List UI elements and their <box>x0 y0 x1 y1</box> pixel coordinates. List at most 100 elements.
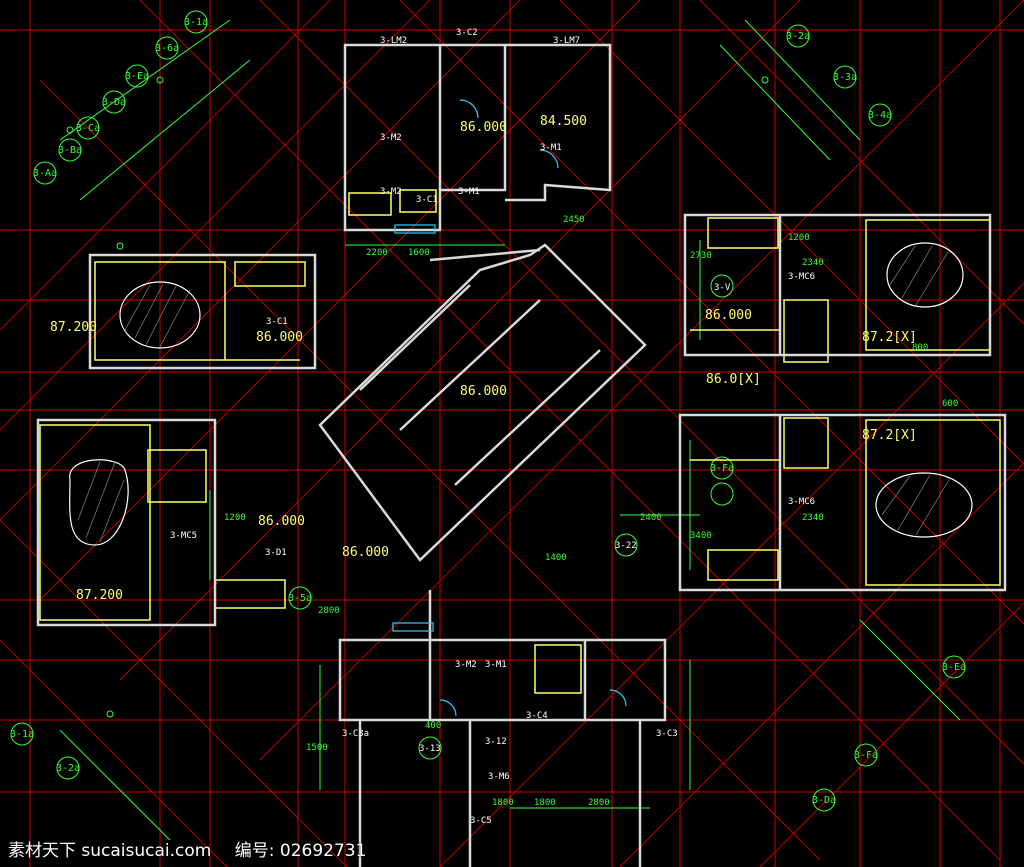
dimension-label: 2800 <box>588 798 610 808</box>
door-window-tag: 3-13 <box>419 744 441 754</box>
axis-label: 3-2a <box>786 31 811 42</box>
grid-line <box>559 0 1024 465</box>
grid-line <box>139 0 1001 861</box>
axis-bubble <box>786 24 810 48</box>
dimension-label: 800 <box>912 343 929 353</box>
door-window-tag: 3-M6 <box>488 772 510 782</box>
axis-bubble <box>288 586 312 610</box>
grid-line <box>259 0 1024 765</box>
door-window-tag: 3-C2 <box>456 28 478 38</box>
dimension-label: 2450 <box>563 215 585 225</box>
hatch-line <box>134 283 164 339</box>
axis-bubble <box>106 710 114 718</box>
door-window-tag: 3-C1 <box>266 317 288 327</box>
hatch-line <box>124 284 151 331</box>
dimension-label: 1500 <box>306 743 328 753</box>
wall <box>318 243 647 562</box>
hot-tubs <box>69 242 973 546</box>
balcony-rail <box>707 217 779 249</box>
dimension-line <box>744 19 861 141</box>
axis-bubble <box>868 103 892 127</box>
axis-bubble <box>854 743 878 767</box>
axis-bubble <box>710 274 734 298</box>
dimension-label: 3400 <box>690 531 712 541</box>
hatch-line <box>145 285 177 346</box>
axis-label: 3-Ea <box>125 71 150 82</box>
watermark-site: 素材天下 sucaisucai.com <box>8 841 212 861</box>
door-window-tag: 3-C4 <box>526 711 548 721</box>
elevation-label: 84.500 <box>540 114 587 129</box>
axis-bubble <box>56 756 80 780</box>
grid-line <box>619 462 1024 867</box>
axis-bubble <box>833 65 857 89</box>
grid-line <box>119 0 801 681</box>
wall <box>359 284 471 391</box>
axis-bubble <box>155 36 179 60</box>
hatch-line <box>897 474 931 531</box>
door-window-tag: 3-C1 <box>416 195 438 205</box>
hot-tub <box>886 242 964 308</box>
elevation-label: 86.000 <box>705 308 752 323</box>
door-window-tag: 3-M2 <box>455 660 477 670</box>
axis-bubble <box>58 138 82 162</box>
hatch-line <box>915 251 949 306</box>
dimension-label: 2730 <box>690 251 712 261</box>
elevation-label: 87.2[X] <box>862 428 917 443</box>
wall <box>678 413 1007 592</box>
axis-bubble <box>942 655 966 679</box>
elevation-label: 87.200 <box>76 588 123 603</box>
axis-bubble <box>812 788 836 812</box>
wall <box>88 253 317 370</box>
grid-line <box>0 0 331 331</box>
elevation-label: 86.000 <box>460 120 507 135</box>
hot-tub <box>875 472 973 538</box>
axis-label: 3-3a <box>833 72 858 83</box>
elevation-label: 86.0[X] <box>706 372 761 387</box>
grid-line <box>39 0 641 601</box>
axis-label: 3-1a <box>10 729 35 740</box>
dimension-label: 2400 <box>640 513 662 523</box>
axis-bubble <box>66 126 74 134</box>
wall <box>399 299 541 431</box>
grid-line <box>0 0 521 521</box>
axis-label: 3-Da <box>812 795 837 806</box>
hot-tub <box>69 459 129 546</box>
grid-line <box>439 282 1024 867</box>
dimension-label: 1200 <box>224 513 246 523</box>
elevation-label: 86.000 <box>258 514 305 529</box>
axis-label: 3-1a <box>184 17 209 28</box>
dimension-label: 2340 <box>802 258 824 268</box>
door-swing <box>539 149 559 169</box>
wall <box>338 638 667 722</box>
dimension-label: 1600 <box>408 248 430 258</box>
door-window-tag: 3-V <box>714 283 731 293</box>
axis-bubble <box>76 116 100 140</box>
stair-block <box>783 299 829 363</box>
axis-label: 3-Ea <box>942 662 967 673</box>
axis-bubble <box>156 76 164 84</box>
door-window-tag: 3-LM7 <box>553 36 581 46</box>
elevation-label: 87.2[X] <box>862 330 917 345</box>
elevation-label: 86.000 <box>256 330 303 345</box>
wall <box>358 720 642 867</box>
axis-bubble <box>116 242 124 250</box>
axis-label: 3-Aa <box>33 168 58 179</box>
watermark-code-label: 编号: <box>234 841 275 861</box>
stair-block <box>147 449 207 503</box>
door-window-tag: 3-D1 <box>265 548 287 558</box>
axis-bubble <box>710 456 734 480</box>
wall <box>683 213 992 357</box>
door-swing <box>609 689 627 707</box>
wall <box>505 43 612 202</box>
elevation-label: 86.000 <box>460 384 507 399</box>
balcony-outline <box>39 424 151 621</box>
hatch-line <box>915 477 951 536</box>
axis-bubble <box>761 76 769 84</box>
axis-bubble <box>33 161 57 185</box>
dimension-label: 1800 <box>492 798 514 808</box>
door-window-tag: 3-M2 <box>380 187 402 197</box>
hot-tub-hatch <box>77 245 951 543</box>
hatch-line <box>889 245 916 286</box>
